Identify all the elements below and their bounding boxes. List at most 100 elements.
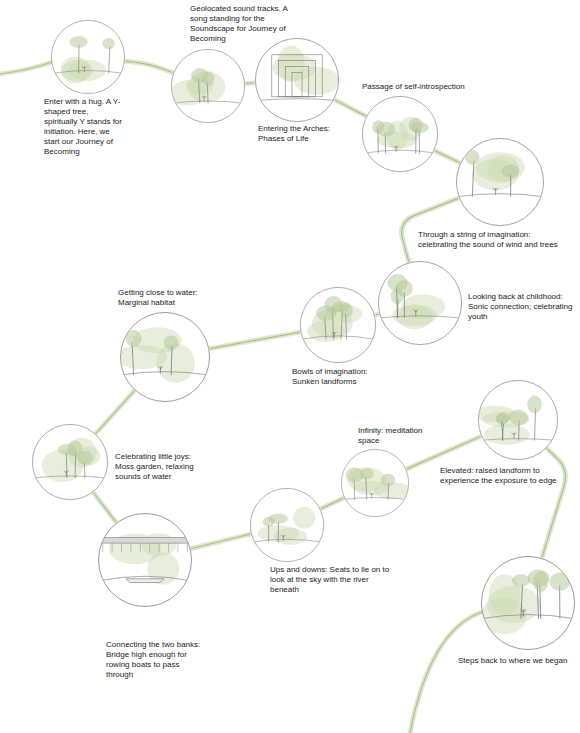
figure	[64, 471, 69, 477]
illustration	[32, 438, 108, 482]
path-band	[542, 449, 565, 557]
stop-caption: Connecting the two banks: Bridge high en…	[106, 640, 206, 680]
stop-caption: Elevated: raised landform to experience …	[440, 466, 560, 486]
arch-frame	[292, 72, 302, 96]
tree-trunk	[521, 584, 522, 619]
watercolor-wash	[472, 159, 519, 190]
ground-line	[362, 150, 438, 153]
tree-canopy	[202, 72, 214, 85]
tree-canopy	[126, 330, 141, 346]
stop-caption: Getting close to water: Marginal habitat	[118, 288, 218, 308]
stop-circle: Geolocated sound tracks. A song standing…	[171, 49, 245, 123]
arch-frame	[272, 55, 322, 97]
circle-outline	[478, 380, 557, 459]
stop-circle: Entering the Arches: Phases of Life	[255, 38, 339, 122]
path-connector	[321, 498, 343, 509]
bridge-truss	[102, 543, 103, 552]
circle-outline	[341, 449, 408, 516]
stop-circle: Bowls of imagination: Sunken landforms	[300, 287, 376, 363]
tree-canopy	[103, 38, 115, 49]
tree-canopy	[534, 572, 548, 592]
path-connector	[126, 61, 173, 72]
tree-trunk	[419, 130, 420, 153]
path-line	[0, 62, 52, 74]
circle-ground	[362, 96, 437, 171]
watercolor-wash	[293, 507, 315, 529]
path-band	[402, 198, 458, 261]
circle-outline	[255, 38, 338, 121]
stop-caption: Celebrating little joys: Moss garden, re…	[115, 452, 210, 482]
path-line	[246, 82, 254, 84]
circle-vignette	[456, 138, 544, 226]
tree-canopy	[68, 441, 82, 456]
figure	[158, 366, 163, 373]
illustration	[255, 46, 339, 101]
path-line	[94, 493, 116, 522]
tree-trunk	[78, 45, 79, 74]
ground-line	[300, 336, 376, 340]
path-connector	[542, 449, 565, 557]
figure	[413, 310, 418, 317]
illustration	[481, 570, 575, 635]
path-connector	[192, 534, 251, 548]
path-line	[126, 61, 173, 72]
illustration	[473, 396, 558, 445]
circle-ground	[481, 556, 574, 649]
path-connector	[210, 332, 300, 349]
tree-canopy	[509, 410, 528, 425]
stop-circle: Through a string of imagination: celebra…	[456, 138, 544, 226]
stop-circle: Elevated: raised landform to experience …	[478, 380, 558, 460]
bridge-truss	[149, 543, 150, 552]
circle-vignette	[362, 96, 438, 172]
tree-canopy	[381, 474, 395, 486]
path-connector	[94, 493, 116, 522]
tree-canopy	[528, 396, 542, 413]
path-band	[96, 391, 134, 433]
circle-outline	[378, 261, 461, 344]
circle-outline	[32, 424, 107, 499]
circle-vignette	[98, 513, 192, 607]
circle-vignette	[300, 287, 376, 363]
tree-canopy	[409, 118, 423, 132]
tree-canopy	[340, 303, 352, 317]
bridge-truss	[121, 543, 122, 552]
circle-ground	[250, 488, 323, 561]
figure	[512, 432, 517, 438]
stop-circle: Celebrating little joys: Moss garden, re…	[32, 424, 108, 500]
figure	[332, 332, 337, 338]
tree-trunk	[132, 342, 134, 375]
stop-caption: Looking back at childhood: Sonic connect…	[468, 292, 574, 322]
path-line	[210, 332, 300, 349]
path-connector	[407, 437, 481, 469]
stop-caption: Entering the Arches: Phases of Life	[258, 124, 353, 144]
figure	[520, 609, 526, 617]
stop-caption: Through a string of imagination: celebra…	[418, 230, 568, 250]
circle-ground	[378, 261, 461, 344]
tree-canopy	[512, 575, 530, 587]
path-line	[402, 198, 458, 261]
bridge-deck	[98, 537, 192, 543]
illustration	[341, 467, 413, 500]
path-line	[376, 314, 379, 316]
circle-ground	[300, 287, 375, 362]
circle-ground	[456, 138, 543, 225]
circle-vignette	[478, 380, 558, 460]
circle-ground	[171, 49, 244, 122]
circle-outline	[300, 287, 375, 362]
stop-caption: Passage of self-introspection	[362, 82, 497, 92]
tree-canopy	[502, 165, 519, 177]
bridge-truss	[130, 543, 131, 552]
figure	[202, 96, 206, 102]
tree-canopy	[465, 150, 479, 164]
circle-vignette	[120, 312, 210, 402]
illustration	[250, 507, 324, 545]
illustration	[171, 68, 245, 105]
path-line	[542, 449, 565, 557]
path-connector	[376, 314, 379, 316]
stop-caption: Geolocated sound tracks. A song standing…	[190, 4, 290, 44]
watercolor-wash	[392, 305, 437, 326]
circle-ground	[255, 38, 338, 121]
path-connector	[96, 391, 134, 433]
bridge-truss	[112, 543, 113, 552]
